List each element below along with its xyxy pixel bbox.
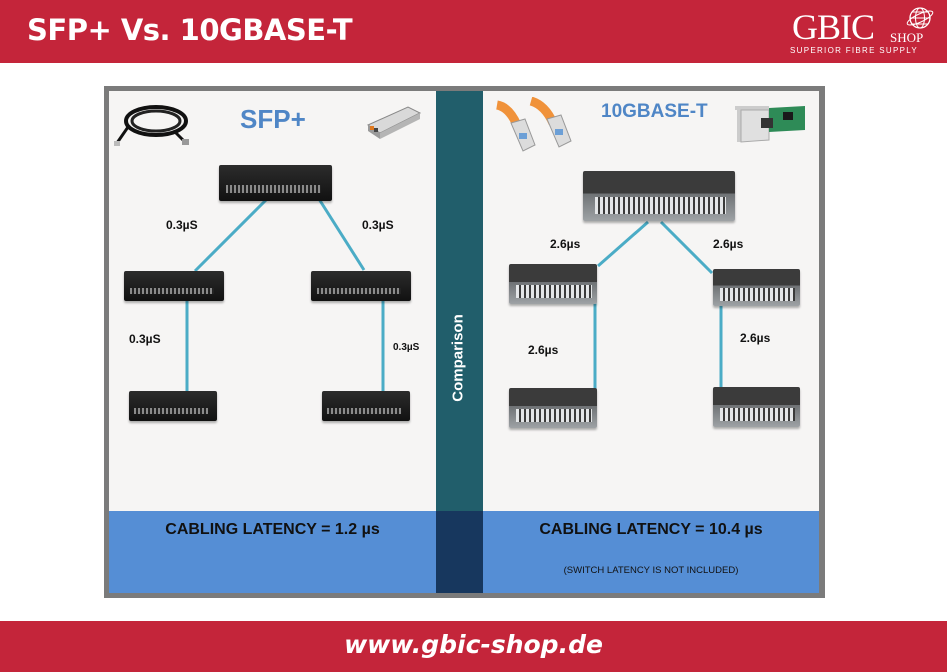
10gbase-t-bottom-left-switch xyxy=(509,388,597,428)
website-url[interactable]: www.gbic-shop.de xyxy=(344,630,603,659)
sfp-module-icon xyxy=(366,106,422,139)
page-title: SFP+ Vs. 10GBASE-T xyxy=(27,13,353,47)
sfp-link-label: 0.3µS xyxy=(166,218,198,232)
sfp-panel: SFP+ 0.3µS 0.3µS 0.3µS 0.3µS xyxy=(109,91,436,511)
sfp-bottom-right-switch xyxy=(322,391,410,421)
10gbase-t-link-label: 2.6µs xyxy=(528,343,559,357)
comparison-frame: SFP+ 0.3µS 0.3µS 0.3µS 0.3µS Comparison xyxy=(104,86,825,598)
logo-tagline: SUPERIOR FIBRE SUPPLY xyxy=(790,46,919,55)
10gbase-t-link-label: 2.6µs xyxy=(550,237,581,251)
comparison-divider xyxy=(436,91,483,511)
sfp-link-label: 0.3µS xyxy=(393,342,420,353)
10gbase-t-mid-right-switch xyxy=(713,269,800,306)
10gbase-t-link-lines xyxy=(593,220,723,404)
sfp-title: SFP+ xyxy=(240,104,306,134)
gbic-shop-logo: GBIC SHOP SUPERIOR FIBRE SUPPLY xyxy=(790,6,940,58)
10gbase-t-link-label: 2.6µs xyxy=(713,237,744,251)
10gbase-t-mid-left-switch xyxy=(509,264,597,304)
footer-bar: www.gbic-shop.de xyxy=(0,621,947,672)
switch-latency-note: (SWITCH LATENCY IS NOT INCLUDED) xyxy=(563,565,739,576)
dac-cable-icon xyxy=(114,105,189,146)
logo-main-text: GBIC xyxy=(792,7,875,47)
comparison-label: Comparison xyxy=(449,314,467,402)
sfp-mid-left-switch xyxy=(124,271,224,301)
10gbase-t-cabling-latency: CABLING LATENCY = 10.4 µs xyxy=(539,521,763,538)
logo-shop-text: SHOP xyxy=(890,30,924,45)
sfp-latency-bar: CABLING LATENCY = 1.2 µs xyxy=(109,511,436,593)
globe-icon xyxy=(906,7,934,29)
10gbase-t-latency-bar: CABLING LATENCY = 10.4 µs (SWITCH LATENC… xyxy=(483,511,819,593)
10gbase-t-link-label: 2.6µs xyxy=(740,331,771,345)
sfp-bottom-left-switch xyxy=(129,391,217,421)
header-bar: SFP+ Vs. 10GBASE-T GBIC SHOP SUPERIOR FI… xyxy=(0,0,947,63)
sfp-link-label: 0.3µS xyxy=(362,218,394,232)
sfp-link-label: 0.3µS xyxy=(129,332,161,346)
sfp-link-lines xyxy=(185,198,385,396)
10gbase-t-core-switch xyxy=(583,171,735,221)
latency-bar-divider xyxy=(436,511,483,593)
10gbase-t-panel: 10GBASE-T 2.6µs 2.6µs 2.6µs 2.6µs xyxy=(483,91,819,511)
sfp-core-switch xyxy=(219,165,332,201)
rj45-cable-icon xyxy=(495,97,572,152)
10gbase-t-title: 10GBASE-T xyxy=(601,101,708,122)
10gbase-t-bottom-right-switch xyxy=(713,387,800,427)
network-card-icon xyxy=(735,106,805,143)
sfp-mid-right-switch xyxy=(311,271,411,301)
sfp-cabling-latency: CABLING LATENCY = 1.2 µs xyxy=(165,521,380,538)
